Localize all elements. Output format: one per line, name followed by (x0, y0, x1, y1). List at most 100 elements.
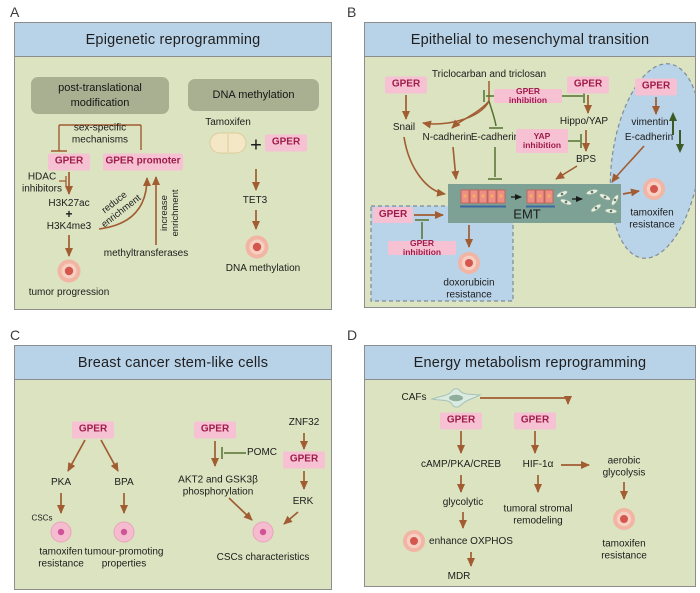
gper-box: GPER (385, 76, 427, 94)
tumor-cell-icon (613, 508, 635, 530)
label-mdr: MDR (447, 571, 471, 583)
tumor-cell-icon (643, 178, 665, 200)
tumor-cell-icon (458, 252, 480, 274)
label-h3k27ac: H3K27ac (48, 198, 90, 210)
transitioning-cells-icon (526, 189, 573, 208)
arrow-reduce-enrichment (98, 177, 151, 230)
gper-box: GPER (567, 76, 609, 94)
label-doxorubicin-resistance: doxorubicin resistance (443, 277, 495, 300)
label-erk: ERK (292, 496, 314, 508)
resistance-ellipse-region (609, 63, 695, 259)
arrow-snail-to-emt (403, 136, 446, 197)
label-tumor-progression: tumor progression (28, 287, 110, 299)
gper-box: GPER (265, 134, 307, 152)
post-translational-modification-box: post-translational modification (31, 77, 169, 114)
label-h3k4me3: H3K4me3 (46, 221, 92, 233)
arrow-triclocarban-to-ncadherin (451, 100, 490, 129)
gper-inhibition-box: GPER inhibition (494, 87, 562, 104)
sex-specific-bracket-inhibit-line (51, 124, 142, 152)
label-emt: EMT (513, 206, 541, 222)
label-hippo-yap: Hippo/YAP (559, 116, 609, 128)
label-hdac-inhibitors: HDAC inhibitors (21, 171, 63, 194)
label-hif1a: HIF-1α (522, 459, 554, 471)
label-snail: Snail (392, 122, 416, 134)
arrow-cafs-to-gper (480, 396, 572, 405)
label-znf32: ZNF32 (288, 417, 320, 429)
label-pka: PKA (50, 477, 72, 489)
label-tet3: TET3 (242, 195, 268, 207)
panel-b-title: Epithelial to mesenchymal transition (410, 31, 650, 48)
inhibit-yap-inhibition (568, 134, 582, 148)
ecadherin-down-arrow-icon (676, 130, 684, 153)
label-tumoral-stromal-remodeling: tumoral stromal remodeling (503, 503, 573, 526)
label-e-cadherin-2: E-cadherin (624, 132, 674, 144)
panel-b-letter: B (347, 4, 357, 20)
inhibit-gper-inhibition-bottom (415, 219, 429, 239)
label-glycolytic: glycolytic (442, 497, 484, 509)
gper-box: GPER (514, 412, 556, 430)
panel-a-header: Epigenetic reprogramming (15, 23, 331, 57)
panel-c-graphics (50, 433, 308, 543)
panel-epigenetic-reprogramming: Epigenetic reprogramming post-translatio… (14, 22, 332, 310)
epithelial-cells-icon (460, 189, 506, 208)
panel-breast-cancer-stem-cells: Breast cancer stem-like cells GPER PKA B… (14, 345, 332, 590)
inhibit-gper-inhibition-left (483, 90, 494, 102)
label-dna-methylation: DNA methylation (225, 263, 301, 275)
panel-b-header: Epithelial to mesenchymal transition (365, 23, 695, 57)
label-tumour-promoting-properties: tumour-promoting properties (84, 546, 164, 569)
ptm-box-label: post-translational modification (58, 82, 142, 109)
panel-c-letter: C (10, 327, 21, 343)
label-sex-specific-mechanisms: sex-specific mechanisms (71, 122, 129, 145)
label-cscs: CSCs (31, 513, 53, 523)
label-enhance-oxphos: enhance OXPHOS (429, 536, 513, 548)
panel-d-letter: D (347, 327, 358, 343)
inhibit-pomc (221, 447, 246, 459)
gper-box: GPER (194, 421, 236, 439)
panel-b-graphics (370, 63, 695, 302)
tumor-cell-icon (245, 235, 269, 259)
plus-sign: + (65, 207, 73, 222)
label-tamoxifen: Tamoxifen (205, 117, 251, 129)
label-tamoxifen-resistance: tamoxifen resistance (601, 538, 647, 561)
panel-d-header: Energy metabolism reprogramming (365, 346, 695, 380)
panel-a-letter: A (10, 4, 20, 20)
label-pomc: POMC (247, 447, 277, 459)
csc-cell-icon (113, 521, 135, 543)
plus-sign: + (250, 134, 262, 157)
arrow-gper-to-bpa (100, 439, 119, 472)
panel-emt: Epithelial to mesenchymal transition (364, 22, 696, 308)
arrow-erk-to-cscs-cell (283, 511, 299, 525)
tamoxifen-pill-icon (209, 132, 247, 154)
label-methyltransferases: methyltransferases (103, 248, 189, 260)
gper-box: GPER (635, 78, 677, 96)
yap-inhibition-box: YAP inhibition (516, 129, 568, 153)
dna-methylation-box: DNA methylation (188, 79, 319, 111)
label-bpa: BPA (114, 477, 134, 489)
panel-d-graphics (403, 388, 635, 567)
arrow-ecadherin-to-emt-right (611, 145, 645, 183)
label-triclocarban-triclosan: Triclocarban and triclosan (431, 69, 547, 81)
panel-energy-metabolism: Energy metabolism reprogramming CAFs GPE… (364, 345, 696, 587)
fibroblast-icon (430, 388, 482, 408)
label-camp-pka-creb: cAMP/PKA/CREB (420, 459, 502, 471)
csc-cell-icon (50, 521, 72, 543)
label-tamoxifen-resistance: tamoxifen resistance (38, 546, 84, 569)
arrow-akt2-to-cscs-cell (228, 497, 253, 521)
panel-a-graphics (51, 124, 269, 283)
arrow-bps-to-emt (555, 165, 578, 180)
panel-c-title: Breast cancer stem-like cells (77, 354, 269, 371)
panel-c-header: Breast cancer stem-like cells (15, 346, 331, 380)
gper-box: GPER (72, 421, 114, 439)
hdac-inhibit-line (59, 176, 67, 186)
label-tamoxifen-resistance: tamoxifen resistance (629, 207, 675, 230)
dna-box-label: DNA methylation (212, 88, 295, 101)
inhibit-ecadherin-to-emt (488, 147, 502, 180)
label-cscs-characteristics: CSCs characteristics (216, 552, 310, 564)
arrow-gper-to-pka (67, 439, 86, 472)
gper-box: GPER (373, 207, 413, 223)
label-aerobic-glycolysis: aerobic glycolysis (602, 455, 646, 478)
inhibit-triclocarban-to-ecadherin (488, 100, 503, 129)
label-increase-enrichment: increase enrichment (158, 189, 181, 237)
vimentin-up-arrow-icon (669, 112, 677, 135)
